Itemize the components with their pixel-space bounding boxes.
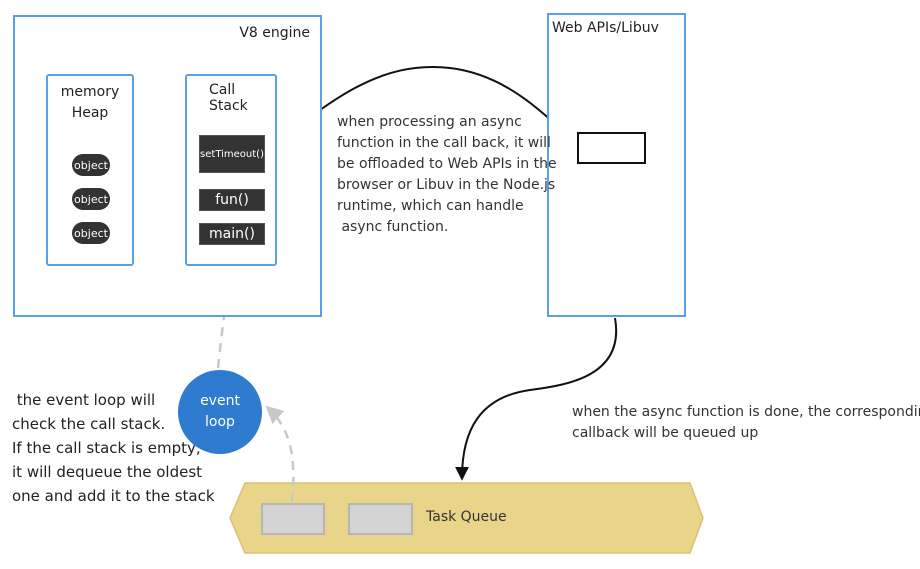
web-apis-label: Web APIs/Libuv <box>552 20 659 36</box>
memory-heap-box: memory Heap object object object <box>46 74 134 266</box>
task-queue-item <box>261 503 325 535</box>
task-queue-label: Task Queue <box>426 509 507 525</box>
callback-queued-note: when the async function is done, the cor… <box>572 404 920 441</box>
call-stack-title: Call Stack <box>209 82 248 114</box>
memory-heap-title-line2: Heap <box>71 105 109 121</box>
memory-heap-title-line1: memory <box>60 84 120 100</box>
memory-heap-title: memory Heap <box>48 82 132 124</box>
heap-object: object <box>72 188 110 210</box>
event-loop-label-line2: loop <box>205 414 235 430</box>
call-stack-box: Call Stack setTimeout() fun() main() <box>185 74 277 266</box>
stack-frame-settimeout: setTimeout() <box>199 135 265 173</box>
event-loop-label-line1: event <box>200 393 240 409</box>
task-queue-item <box>348 503 413 535</box>
heap-object: object <box>72 222 110 244</box>
stack-frame-fun: fun() <box>199 189 265 211</box>
event-loop-circle: event loop <box>178 370 262 454</box>
v8-engine-label: V8 engine <box>239 25 310 41</box>
web-api-task-slot <box>577 132 646 164</box>
offload-note: when processing an async function in the… <box>337 114 557 235</box>
dequeue-arrow <box>265 405 295 503</box>
web-apis-box: Web APIs/Libuv <box>547 13 686 317</box>
heap-object: object <box>72 154 110 176</box>
event-loop-note: the event loop will check the call stack… <box>12 391 215 505</box>
stack-frame-main: main() <box>199 223 265 245</box>
task-queue-shape <box>229 482 704 554</box>
callback-queue-arrow <box>455 317 618 481</box>
